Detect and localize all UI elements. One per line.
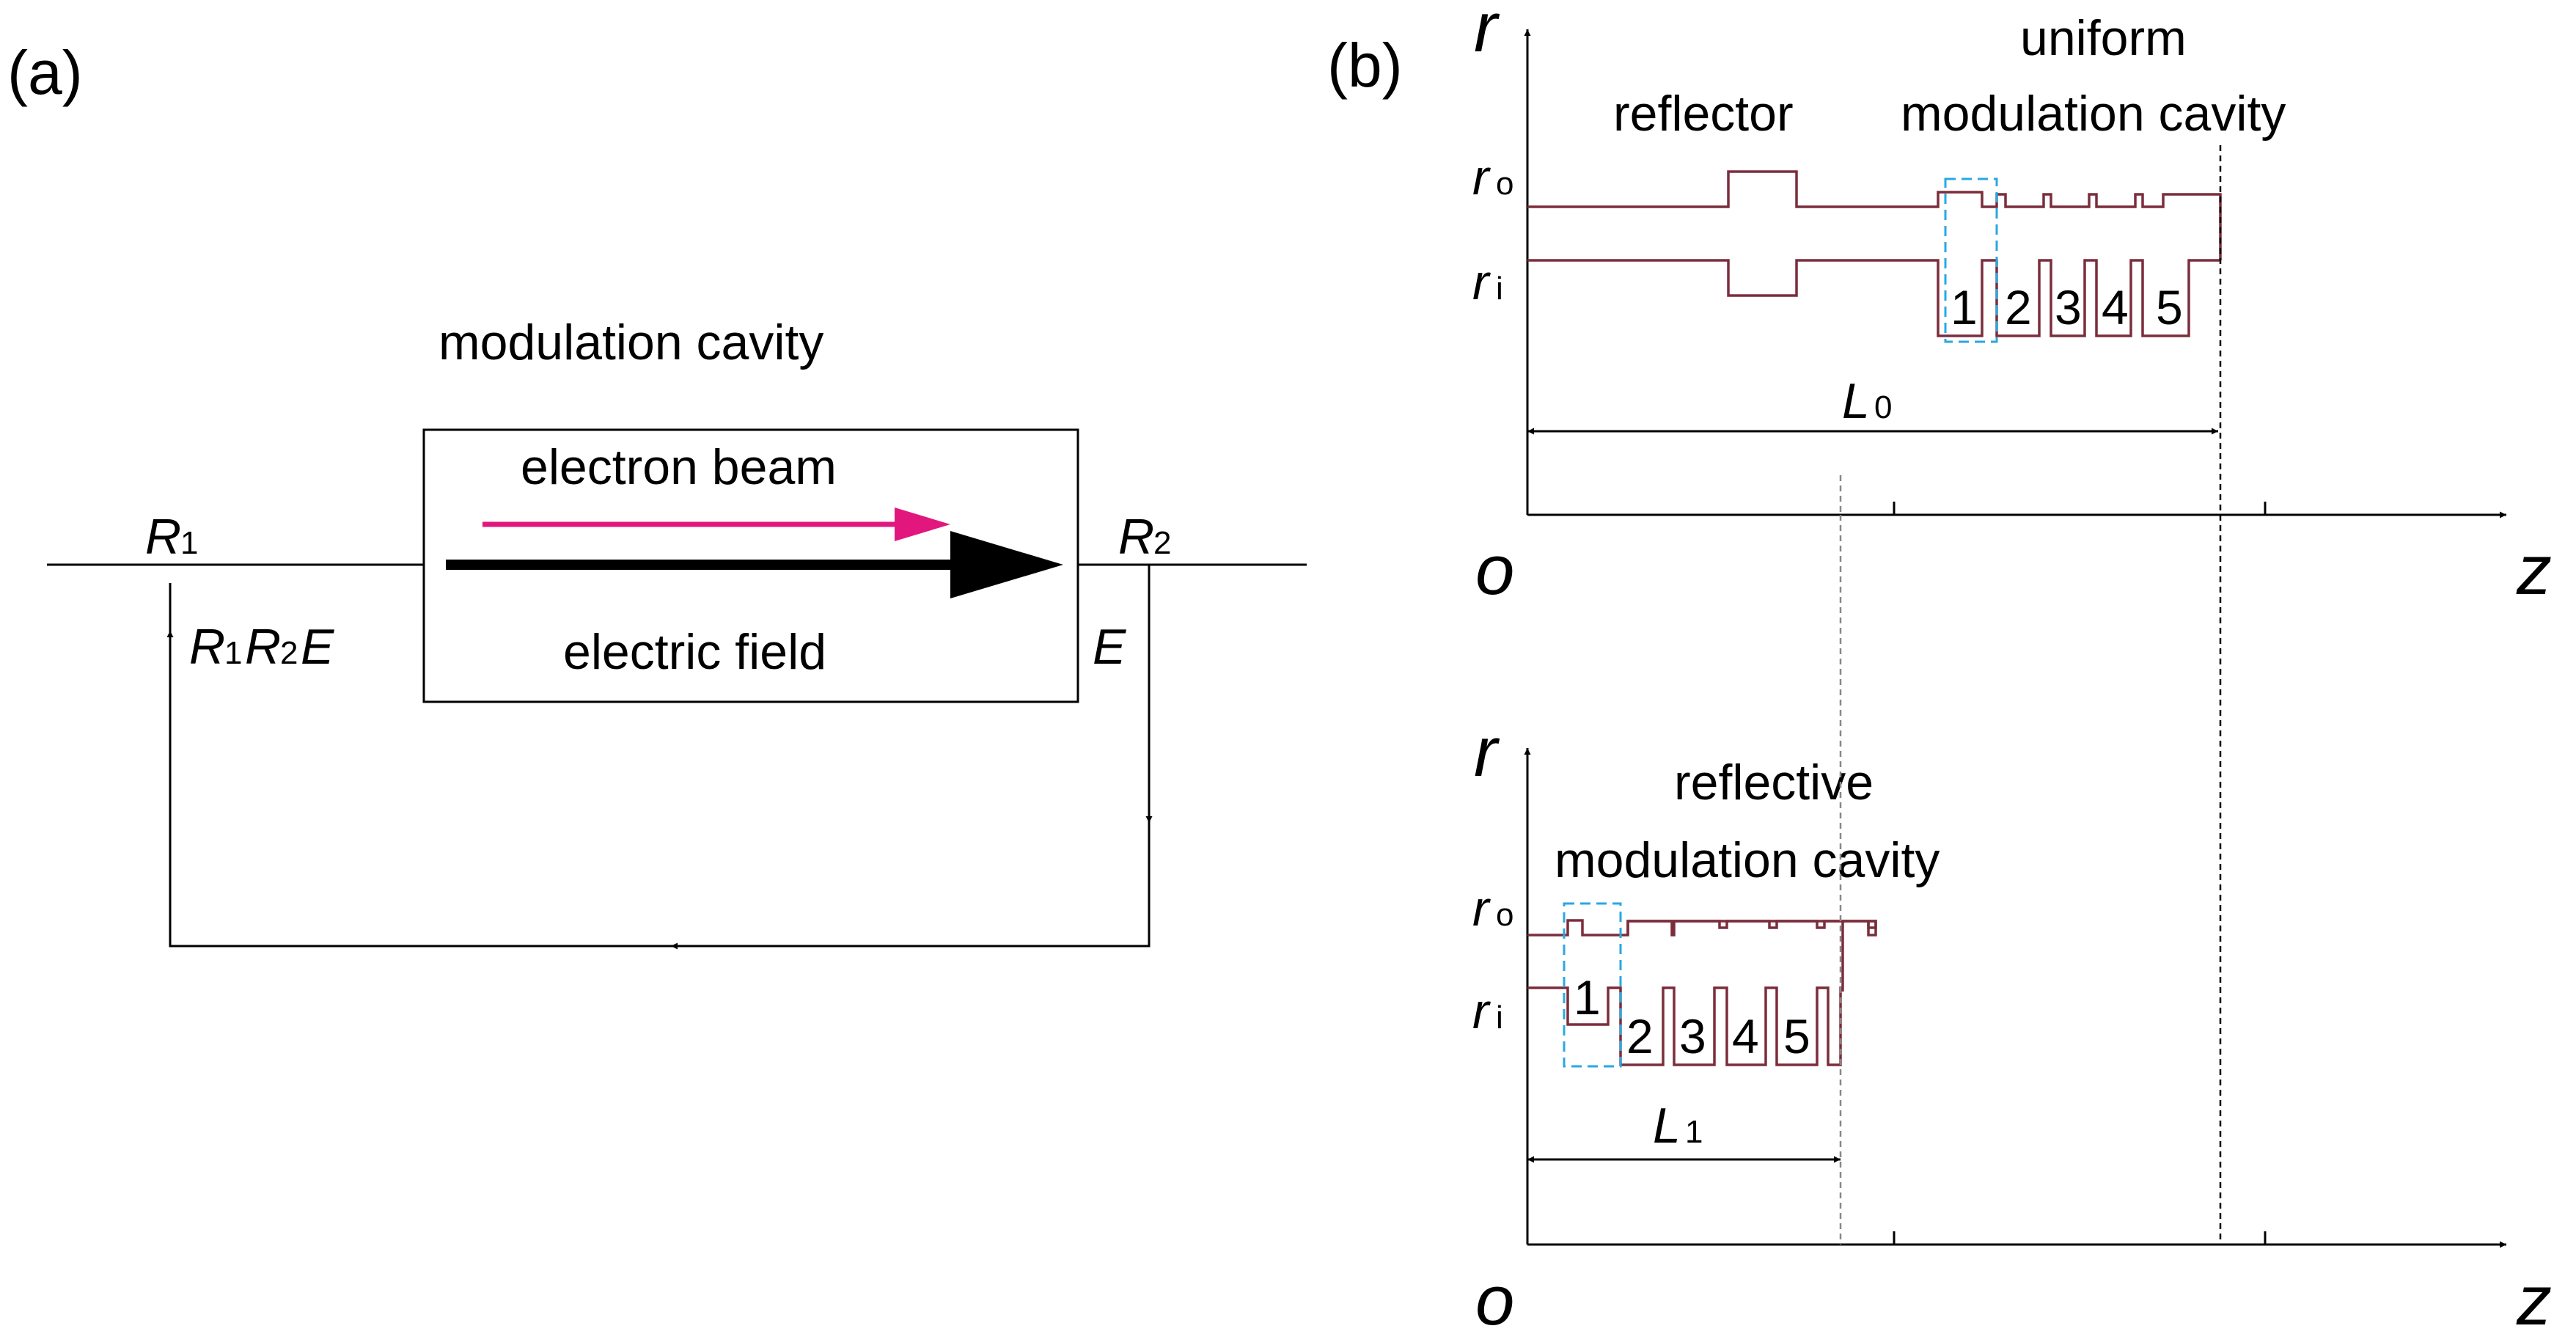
panel-a-label: (a)	[7, 38, 83, 107]
uniform-label: uniform	[2020, 10, 2187, 66]
bottom-cell-1: 1	[1574, 970, 1601, 1025]
top-ro-label: r o	[1472, 150, 1513, 205]
svg-text:R: R	[245, 619, 281, 675]
electric-field-label: electric field	[563, 624, 826, 680]
bottom-ri-label: r i	[1472, 983, 1503, 1039]
bottom-cell-3: 3	[1679, 1009, 1706, 1063]
svg-text:i: i	[1496, 271, 1503, 307]
electron-beam-label: electron beam	[521, 439, 837, 495]
reflective-label: reflective	[1674, 755, 1874, 810]
r2-label: R 2	[1118, 509, 1171, 565]
svg-text:r: r	[1472, 150, 1491, 205]
top-ri-label: r i	[1472, 254, 1503, 310]
svg-text:L: L	[1653, 1098, 1681, 1154]
svg-text:L: L	[1842, 373, 1870, 429]
svg-text:o: o	[1496, 166, 1513, 202]
panel-a: (a) modulation cavity electron beam elec…	[7, 38, 1307, 950]
svg-text:0: 0	[1874, 389, 1892, 425]
svg-text:E: E	[301, 619, 334, 675]
svg-text:1: 1	[1685, 1114, 1703, 1150]
svg-text:2: 2	[1153, 525, 1171, 561]
svg-text:r: r	[1472, 881, 1491, 937]
top-cell-4: 4	[2102, 280, 2129, 334]
bottom-axis-r-label: r	[1474, 713, 1500, 791]
top-inner-wall	[1527, 259, 2220, 337]
bottom-ro-label: r o	[1472, 881, 1513, 937]
feedback-loop-line	[169, 565, 1151, 948]
reflector-label: reflector	[1613, 86, 1794, 142]
electron-beam-arrowhead	[895, 507, 950, 541]
panel-b-top: (b) r z o r o r i reflector uniform modu…	[1327, 0, 2552, 609]
svg-text:o: o	[1496, 897, 1513, 933]
svg-text:R: R	[145, 509, 181, 565]
top-cell-2: 2	[2005, 280, 2032, 334]
bottom-cell-2: 2	[1626, 1009, 1654, 1063]
electric-field-arrowhead	[950, 531, 1063, 598]
svg-text:r: r	[1472, 254, 1491, 310]
feedback-r1r2e-label: R 1 R 2 E	[189, 619, 334, 675]
bottom-axis-z-label: z	[2516, 1261, 2552, 1334]
bottom-outer-wall	[1527, 919, 1877, 937]
top-l0-label: L 0	[1842, 373, 1892, 429]
bottom-cell-4: 4	[1732, 1009, 1759, 1063]
svg-text:2: 2	[280, 635, 298, 671]
top-cell-3: 3	[2055, 280, 2082, 334]
top-axis-z-label: z	[2516, 531, 2552, 609]
bottom-cell-5: 5	[1783, 1009, 1810, 1063]
svg-text:R: R	[1118, 509, 1154, 565]
top-outer-wall	[1527, 170, 2222, 208]
top-cell-1: 1	[1951, 280, 1978, 334]
panel-b-label: (b)	[1327, 31, 1403, 100]
modulation-cavity-label-bottom: modulation cavity	[1555, 832, 1940, 888]
modulation-cavity-label-top: modulation cavity	[1901, 86, 2286, 142]
top-origin-label: o	[1475, 531, 1514, 609]
e-label: E	[1093, 619, 1126, 675]
panel-b-bottom: r z o r o r i reflective modulation cavi…	[1472, 515, 2552, 1334]
top-cell1-highlight	[1944, 177, 1998, 343]
bottom-inner-wall	[1527, 986, 1843, 1066]
bottom-cell1-highlight	[1563, 902, 1622, 1068]
top-axis-r-label: r	[1474, 0, 1500, 67]
svg-text:i: i	[1496, 1000, 1503, 1036]
svg-text:1: 1	[180, 525, 198, 561]
svg-text:r: r	[1472, 983, 1491, 1039]
svg-text:1: 1	[224, 635, 242, 671]
bottom-l1-label: L 1	[1653, 1098, 1703, 1154]
modulation-cavity-title: modulation cavity	[438, 315, 823, 370]
top-cell-5: 5	[2156, 280, 2183, 334]
svg-text:R: R	[189, 619, 225, 675]
r1-label: R 1	[145, 509, 198, 565]
bottom-outer-wall-end	[1626, 920, 1877, 992]
bottom-origin-label: o	[1475, 1261, 1514, 1334]
